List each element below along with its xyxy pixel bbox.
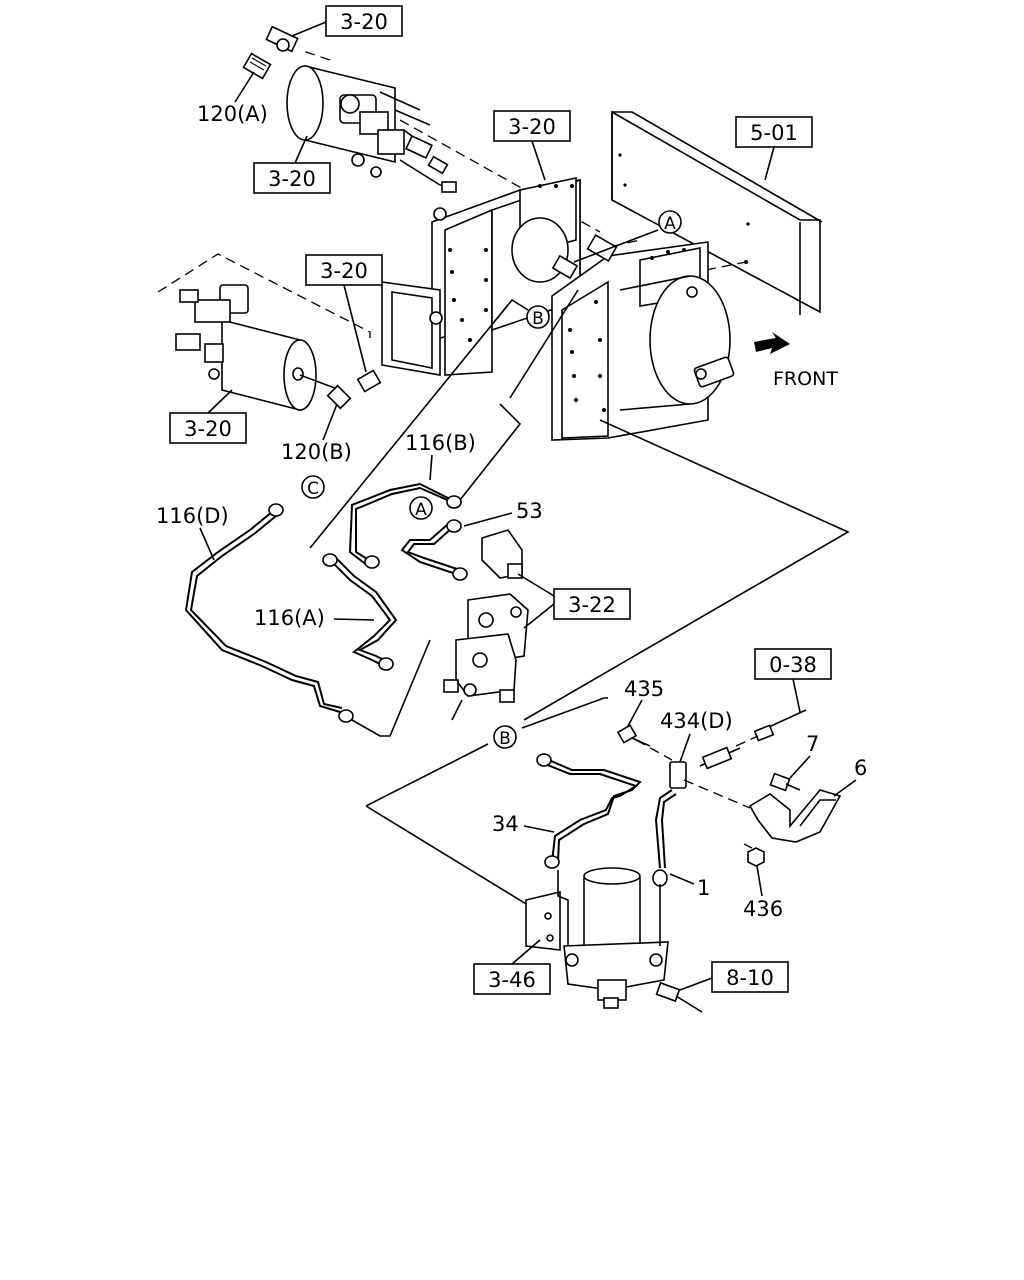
callout-a-top: A	[658, 210, 682, 234]
front-arrow-icon	[754, 332, 790, 354]
callout-c: C	[301, 475, 325, 499]
svg-text:B: B	[532, 309, 544, 329]
ref-box-320-tank[interactable]: 3-20	[253, 162, 331, 194]
label-116d: 116(D)	[156, 504, 229, 528]
valve-cluster-top	[339, 91, 457, 193]
ref-box-320-center[interactable]: 3-20	[305, 254, 383, 286]
label-436: 436	[743, 897, 783, 921]
tank-bracket-right	[551, 233, 735, 441]
svg-text:3-22: 3-22	[568, 593, 616, 617]
ref-box-346[interactable]: 3-46	[473, 963, 551, 995]
svg-text:3-20: 3-20	[340, 10, 388, 34]
ref-box-501[interactable]: 5-01	[735, 116, 813, 148]
svg-text:3-20: 3-20	[320, 259, 368, 283]
fitting-120a	[242, 52, 272, 80]
label-front: FRONT	[773, 368, 838, 390]
callout-b-top: B	[526, 305, 550, 329]
left-air-tank-assembly	[157, 253, 382, 412]
label-53: 53	[516, 499, 543, 523]
connector-810	[655, 981, 703, 1013]
label-435: 435	[624, 677, 664, 701]
svg-text:A: A	[415, 500, 427, 520]
label-434d: 434(D)	[660, 709, 733, 733]
ref-box-322[interactable]: 3-22	[553, 588, 631, 620]
callout-b-bottom: B	[493, 725, 517, 749]
svg-text:0-38: 0-38	[769, 653, 817, 677]
svg-text:A: A	[664, 214, 676, 234]
valve-manifold-322	[443, 593, 529, 721]
svg-text:3-20: 3-20	[184, 417, 232, 441]
valve-fitting-top	[265, 25, 299, 53]
leader-lines	[309, 229, 850, 737]
label-1: 1	[697, 876, 710, 900]
callout-a-mid: A	[409, 496, 433, 520]
nut-436	[747, 847, 765, 867]
label-120b: 120(B)	[281, 440, 352, 464]
svg-text:3-46: 3-46	[488, 968, 536, 992]
pipe-53	[400, 519, 468, 581]
air-dryer	[525, 867, 669, 1009]
svg-text:3-20: 3-20	[508, 115, 556, 139]
svg-text:5-01: 5-01	[750, 121, 798, 145]
ref-box-320-left[interactable]: 3-20	[169, 412, 247, 444]
air-dryer-assembly	[365, 709, 842, 1013]
label-34: 34	[492, 812, 519, 836]
ref-box-320-mid[interactable]: 3-20	[493, 110, 571, 142]
ref-box-038[interactable]: 0-38	[754, 648, 832, 680]
ref-box-320-top[interactable]: 3-20	[325, 5, 403, 37]
label-7: 7	[806, 732, 819, 756]
label-6: 6	[854, 756, 867, 780]
label-120a: 120(A)	[197, 102, 268, 126]
label-116a: 116(A)	[254, 606, 325, 630]
svg-text:C: C	[307, 479, 319, 499]
valve-block-53	[481, 529, 523, 579]
frame-crossmember	[611, 110, 823, 315]
label-116b: 116(B)	[405, 431, 476, 455]
pipe-116b	[348, 482, 462, 569]
svg-text:B: B	[499, 729, 511, 749]
pipe-116d	[184, 503, 354, 723]
ref-box-810[interactable]: 8-10	[711, 961, 789, 993]
part-038	[735, 709, 807, 747]
bolt-7	[769, 772, 801, 792]
pipe-116a	[322, 553, 398, 671]
tank-bracket-left	[381, 177, 581, 376]
top-air-tank-assembly	[242, 25, 601, 233]
svg-text:3-20: 3-20	[268, 167, 316, 191]
svg-text:8-10: 8-10	[726, 966, 774, 990]
bracket-6	[748, 789, 842, 843]
